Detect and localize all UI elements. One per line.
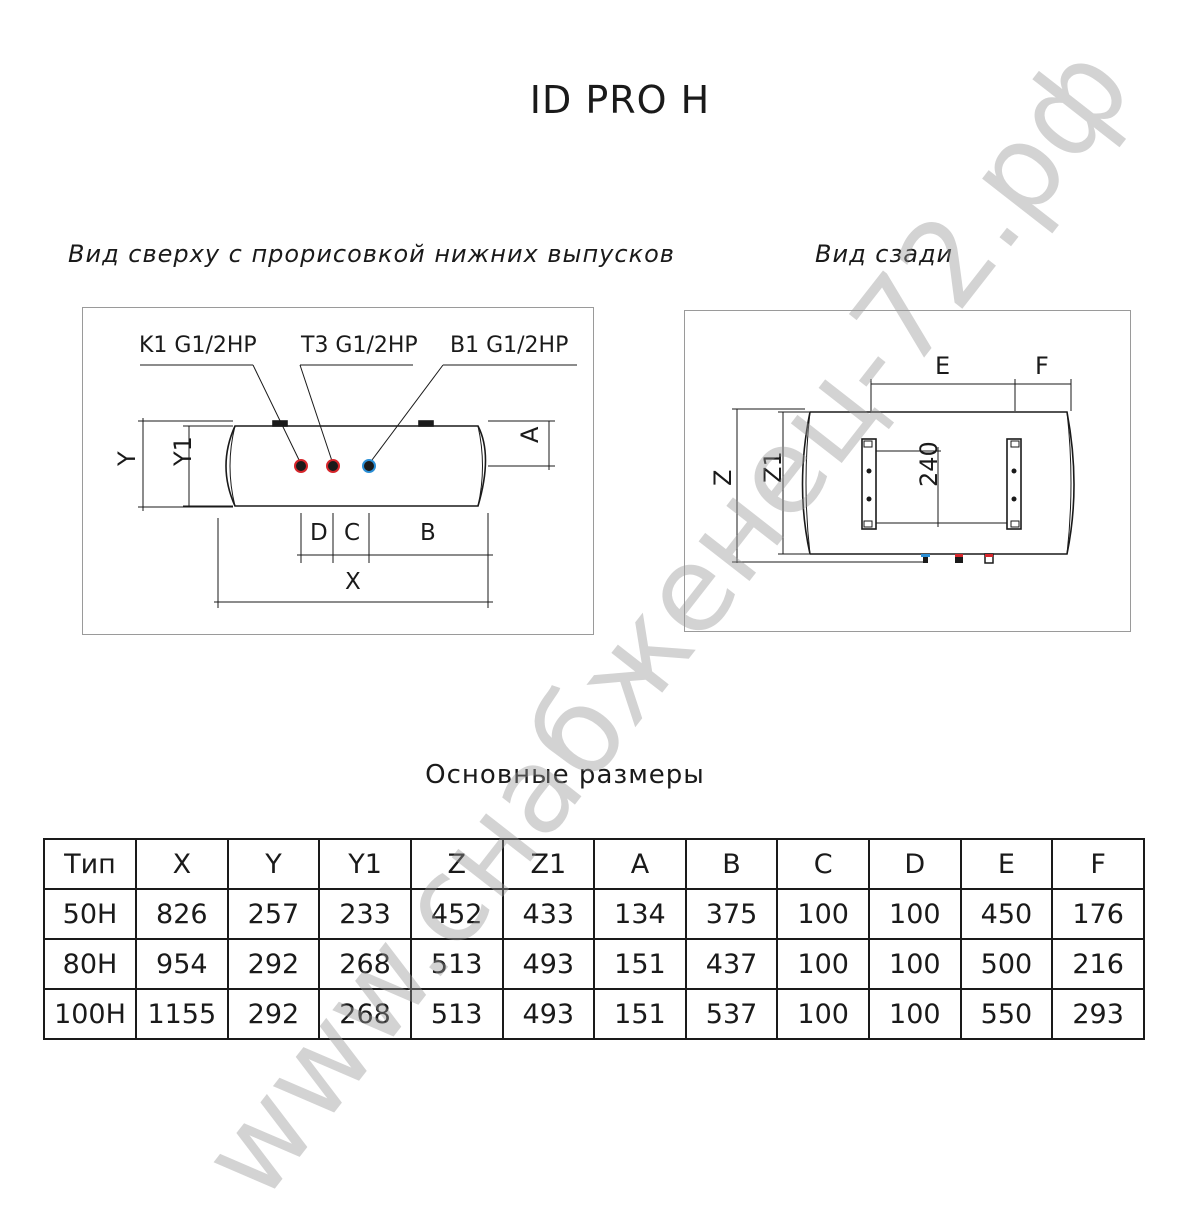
table-cell: 513 — [409, 938, 504, 990]
top-view-panel: K1 G1/2HP T3 G1/2HP B1 G1/2HP Y Y1 A D C… — [82, 307, 594, 635]
table-cell: 1155 — [135, 988, 229, 1040]
table-cell: 452 — [409, 888, 504, 940]
header-y1: Y1 — [318, 838, 412, 890]
table-cell: 80H — [43, 938, 137, 990]
table-cell: 493 — [501, 938, 596, 990]
table-cell: 550 — [959, 988, 1054, 1040]
table-cell: 375 — [684, 888, 779, 940]
dim-label-e: E — [935, 352, 950, 380]
dim-label-z1: Z1 — [759, 451, 787, 483]
table-cell: 100 — [776, 938, 870, 990]
table-cell: 100 — [776, 988, 870, 1040]
back-view-panel: E F Z Z1 240 — [684, 310, 1131, 632]
back-view-label: Вид сзади — [815, 240, 954, 268]
dim-label-240: 240 — [915, 441, 943, 487]
dim-label-b: B — [420, 520, 436, 546]
table-cell: 151 — [593, 988, 687, 1040]
table-row: 100H 1155 292 268 513 493 151 537 100 10… — [43, 988, 1145, 1040]
table-cell: 292 — [226, 938, 321, 990]
top-view-drawing: K1 G1/2HP T3 G1/2HP B1 G1/2HP Y Y1 A D C… — [113, 333, 577, 608]
table-cell: 268 — [318, 988, 412, 1040]
table-title: Основные размеры — [425, 760, 705, 790]
tank-body-back — [801, 411, 1075, 555]
table-cell: 151 — [593, 938, 687, 990]
table-cell: 500 — [959, 938, 1054, 990]
dim-label-z: Z — [709, 470, 737, 486]
mounting-rail-left — [861, 438, 877, 530]
table-header-row: Тип X Y Y1 Z Z1 A B C D E F — [43, 838, 1145, 890]
table-cell: 493 — [501, 988, 596, 1040]
tank-body-top — [225, 425, 487, 507]
table-cell: 100 — [868, 938, 962, 990]
mounting-rail-right — [1006, 438, 1022, 530]
header-e: E — [959, 838, 1054, 890]
table-cell: 268 — [318, 938, 412, 990]
connection-label-t3: T3 G1/2HP — [300, 333, 418, 358]
table-cell: 233 — [318, 888, 412, 940]
diagram-title: ID PRO H — [529, 78, 711, 122]
cold-water-outlet-icon — [294, 459, 308, 473]
pipe-middle-icon — [955, 554, 963, 563]
top-view-label: Вид сверху с прорисовкой нижних выпусков — [68, 240, 675, 268]
table-cell: 433 — [501, 888, 596, 940]
dim-label-x: X — [345, 569, 361, 595]
table-cell: 954 — [135, 938, 229, 990]
header-a: A — [593, 838, 687, 890]
table-cell: 257 — [226, 888, 321, 940]
table-cell: 100 — [868, 988, 962, 1040]
table-cell: 513 — [409, 988, 504, 1040]
header-c: C — [776, 838, 870, 890]
table-cell: 450 — [959, 888, 1054, 940]
header-x: X — [135, 838, 229, 890]
header-y: Y — [226, 838, 321, 890]
cold-water-inlet-icon — [362, 459, 376, 473]
dim-label-y: Y — [113, 451, 141, 467]
dimensions-table: Тип X Y Y1 Z Z1 A B C D E F 50H 826 257 … — [43, 838, 1145, 1040]
dim-label-d: D — [310, 520, 328, 546]
table-cell: 100 — [776, 888, 870, 940]
table-cell: 293 — [1051, 988, 1145, 1040]
header-type: Тип — [43, 838, 137, 890]
header-b: B — [684, 838, 779, 890]
header-d: D — [868, 838, 962, 890]
table-cell: 100 — [868, 888, 962, 940]
table-cell: 50H — [43, 888, 137, 940]
table-cell: 537 — [684, 988, 779, 1040]
connection-label-k1: K1 G1/2HP — [139, 333, 257, 358]
header-f: F — [1051, 838, 1145, 890]
table-cell: 100H — [43, 988, 137, 1040]
table-cell: 292 — [226, 988, 321, 1040]
table-cell: 176 — [1051, 888, 1145, 940]
table-cell: 437 — [684, 938, 779, 990]
pipe-inlet-icon — [923, 554, 928, 563]
table-row: 50H 826 257 233 452 433 134 375 100 100 … — [43, 888, 1145, 940]
table-cell: 216 — [1051, 938, 1145, 990]
back-view-drawing: E F Z Z1 240 — [709, 352, 1075, 564]
connection-label-b1: B1 G1/2HP — [450, 333, 568, 358]
dim-label-c: C — [344, 520, 360, 546]
hot-water-outlet-icon — [326, 459, 340, 473]
dim-label-a: A — [516, 426, 544, 443]
table-row: 80H 954 292 268 513 493 151 437 100 100 … — [43, 938, 1145, 990]
dim-label-f: F — [1035, 352, 1049, 380]
table-cell: 134 — [593, 888, 687, 940]
table-cell: 826 — [135, 888, 229, 940]
header-z: Z — [409, 838, 504, 890]
dim-label-y1: Y1 — [169, 436, 197, 467]
header-z1: Z1 — [501, 838, 596, 890]
